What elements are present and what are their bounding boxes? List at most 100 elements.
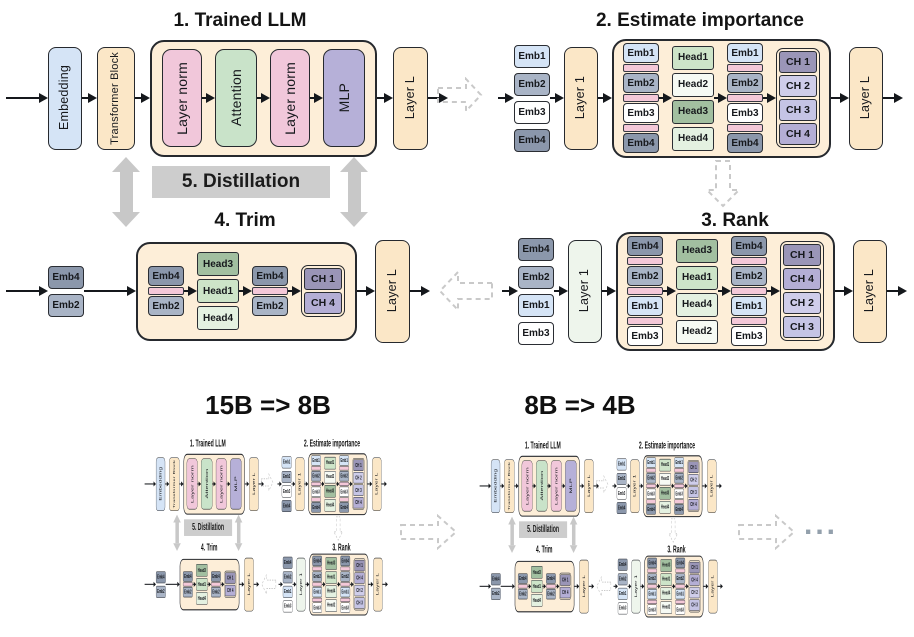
cell-emb1: Emb1 <box>282 585 293 598</box>
cell-head4: Head4 <box>325 585 337 598</box>
cell-emb4: Emb4 <box>339 502 350 513</box>
panel4-title: 4. Trim <box>535 544 553 556</box>
cell-head3: Head3 <box>325 557 337 570</box>
pink-divider <box>312 597 323 602</box>
layer-l-block: Layer L <box>373 557 383 612</box>
cell-emb1: Emb1 <box>623 43 659 63</box>
cell-emb1: Emb1 <box>675 588 686 600</box>
cell-emb2: Emb2 <box>517 588 528 600</box>
cell-emb1: Emb1 <box>727 43 763 63</box>
cell-head2: Head2 <box>325 599 337 612</box>
flow-arrow-icon <box>145 582 156 587</box>
panel3-title: 3. Rank <box>332 542 351 554</box>
pruning-distillation-diagram: 1. Trained LLM 2. Estimate importance 3.… <box>478 435 725 622</box>
flow-arrow-icon <box>831 93 849 103</box>
pink-divider <box>340 566 351 571</box>
cell-emb1: Emb1 <box>340 586 351 598</box>
layer-1-block: Layer 1 <box>568 239 602 343</box>
flow-arrow-icon <box>589 584 594 589</box>
panel3-title: 3. Rank <box>701 210 769 231</box>
layer-norm-block: Layer norm <box>270 49 310 147</box>
pink-divider <box>731 287 767 295</box>
flow-arrow-icon <box>166 582 180 587</box>
dashed-arrow-right-icon <box>437 77 483 113</box>
cell-emb1: Emb1 <box>514 44 550 68</box>
cell-ch1: CH 1 <box>304 268 342 290</box>
cell-head3: Head3 <box>672 99 714 124</box>
pink-divider <box>647 568 658 573</box>
cell-emb1: Emb1 <box>617 587 628 600</box>
transformer-block: Transformer Block <box>504 459 515 513</box>
embedding-block: Embedding <box>48 46 82 150</box>
pink-divider <box>727 124 763 132</box>
cell-emb2: Emb2 <box>148 296 184 316</box>
panel2-title: 2. Estimate importance <box>595 10 805 31</box>
flow-arrow-icon <box>6 286 48 296</box>
cell-head1: Head1 <box>660 573 672 586</box>
flow-arrow-icon <box>498 93 514 103</box>
flow-arrow-icon <box>145 481 156 486</box>
mini-diagram-2: 1. Trained LLM 2. Estimate importance 3.… <box>478 435 725 623</box>
cell-emb1: Emb1 <box>339 455 350 466</box>
cell-emb2: Emb2 <box>312 571 323 582</box>
cell-emb4: Emb4 <box>546 573 556 584</box>
pink-divider <box>546 584 556 589</box>
cell-head2: Head2 <box>659 472 671 486</box>
cell-emb4: Emb4 <box>148 266 184 286</box>
cell-emb4: Emb4 <box>490 573 501 586</box>
pink-divider <box>252 287 288 295</box>
attention-block: Attention <box>536 460 548 512</box>
distillation-double-arrow-icon <box>569 516 578 554</box>
flow-arrow-icon <box>84 286 136 296</box>
panel1-flow: Embedding Transformer Block Layer norm A… <box>145 453 264 515</box>
cell-emb4: Emb4 <box>282 556 293 569</box>
cell-emb2: Emb2 <box>646 472 656 484</box>
flow-arrow-icon <box>554 286 568 296</box>
cell-emb3: Emb3 <box>617 602 628 615</box>
transformer-internals-container: Layer norm Attention Layer norm MLP <box>150 39 377 157</box>
layer-l-block: Layer L <box>375 239 410 343</box>
cell-emb2: Emb2 <box>490 587 501 600</box>
cell-emb2: Emb2 <box>48 293 84 317</box>
transformer-internals-container: Layer norm Attention Layer norm MLP <box>183 453 245 515</box>
flow-arrow-icon <box>663 286 676 296</box>
flow-arrow-icon <box>382 582 387 587</box>
cell-ch2: CH 2 <box>689 586 700 599</box>
pink-divider <box>647 584 658 589</box>
cell-head1: Head1 <box>676 265 718 290</box>
flow-arrow-icon <box>767 286 780 296</box>
cell-emb1: Emb1 <box>731 296 767 316</box>
dashed-arrow-down-icon <box>668 518 679 543</box>
panel2-title: 2. Estimate importance <box>303 438 361 450</box>
cell-emb2: Emb2 <box>339 470 350 482</box>
cell-emb2: Emb2 <box>674 472 685 484</box>
cell-emb3: Emb3 <box>339 486 350 497</box>
layer-1-block: Layer 1 <box>564 46 598 150</box>
cell-head3: Head3 <box>676 238 718 263</box>
cell-ch2: CH 2 <box>354 584 365 597</box>
cell-emb3: Emb3 <box>312 602 323 613</box>
pink-divider <box>646 483 656 489</box>
cell-emb2: Emb2 <box>514 72 550 96</box>
cell-ch2: CH 2 <box>783 292 821 314</box>
cell-emb4: Emb4 <box>627 236 663 256</box>
cell-emb2: Emb2 <box>647 573 658 584</box>
pink-divider <box>627 287 663 295</box>
flow-arrow-icon <box>835 286 853 296</box>
